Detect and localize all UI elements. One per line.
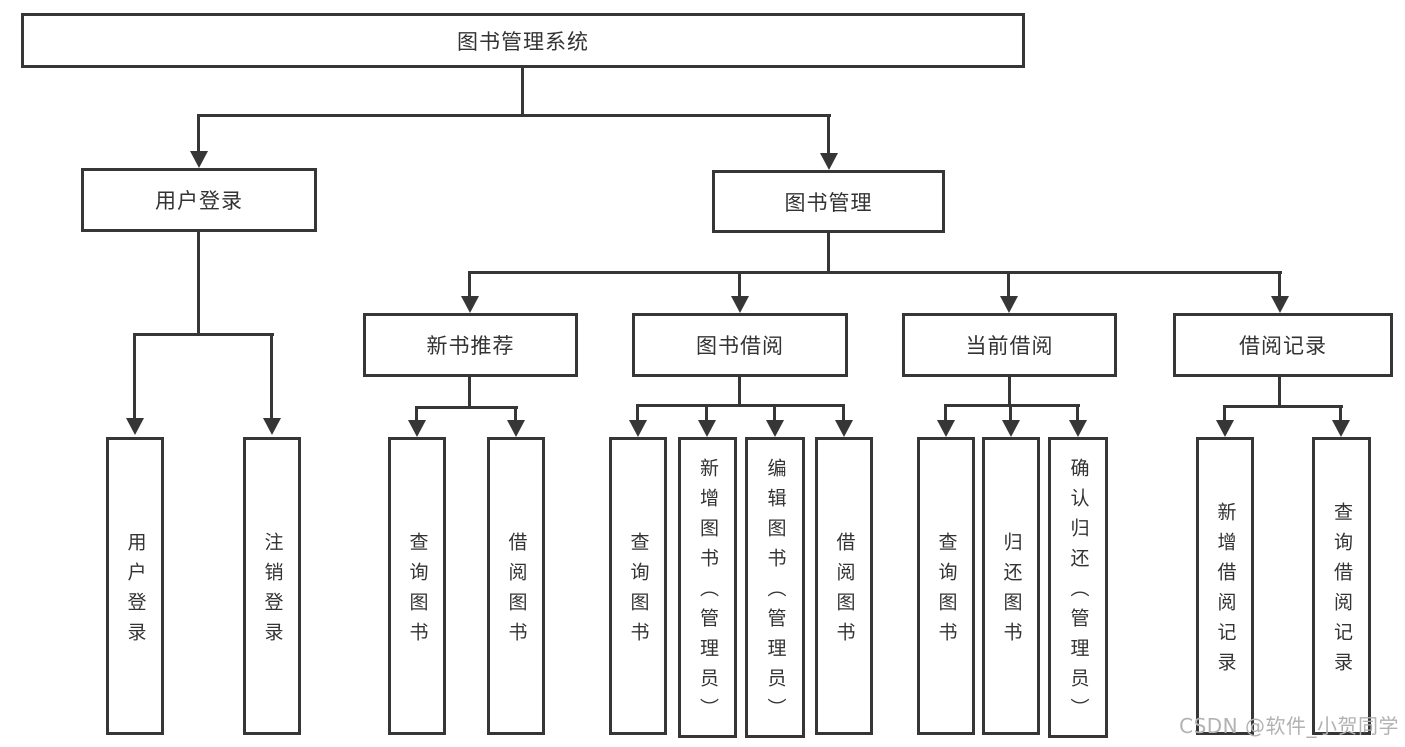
- arrow-to-query-books-2: [629, 404, 647, 437]
- leaf-query-books-3: 查询图书: [917, 437, 975, 735]
- leaf-user-login: 用户登录: [106, 437, 164, 735]
- watermark: CSDN @软件_小贺同学: [1179, 714, 1399, 738]
- leaf-borrow-books-2: 借阅图书: [815, 437, 873, 735]
- leaf-query-books-1-label: 查询图书: [406, 531, 429, 652]
- leaf-add-borrow-record: 新增借阅记录: [1196, 437, 1254, 735]
- leaf-add-borrow-record-label: 新增借阅记录: [1214, 501, 1237, 682]
- leaf-logout-label: 注销登录: [261, 531, 284, 652]
- leaf-logout: 注销登录: [243, 437, 301, 735]
- connector-new-book-recommend-hline: [415, 406, 518, 409]
- arrow-to-edit-book-admin: [766, 404, 784, 437]
- leaf-query-borrow-record: 查询借阅记录: [1312, 437, 1371, 735]
- connector-root-hline: [197, 114, 831, 117]
- arrow-to-borrow-records: [1271, 271, 1289, 313]
- arrow-to-add-borrow-record: [1216, 405, 1234, 437]
- arrow-to-query-borrow-record: [1332, 405, 1350, 437]
- arrow-to-new-book-recommend: [461, 271, 479, 313]
- arrow-to-query-books-3: [937, 404, 955, 437]
- node-current-borrow-label: 当前借阅: [965, 334, 1054, 358]
- connector-borrow-records-vline: [1278, 375, 1281, 407]
- leaf-query-books-1: 查询图书: [388, 437, 446, 735]
- leaf-borrow-books-2-label: 借阅图书: [833, 531, 856, 652]
- connector-user-login-hline: [133, 333, 274, 336]
- arrow-to-current-borrow: [1000, 271, 1018, 313]
- arrow-to-leaf-user-login: [126, 333, 144, 435]
- node-current-borrow: 当前借阅: [902, 313, 1117, 377]
- connector-current-borrow-vline: [1008, 375, 1011, 406]
- leaf-query-books-3-label: 查询图书: [935, 531, 958, 652]
- leaf-borrow-books-1-label: 借阅图书: [505, 531, 528, 652]
- node-root-label: 图书管理系统: [457, 29, 589, 54]
- leaf-add-book-admin-label: 新增图书（管理员）: [697, 458, 719, 728]
- arrow-to-user-login: [190, 114, 208, 168]
- leaf-query-borrow-record-label: 查询借阅记录: [1331, 501, 1353, 682]
- arrow-to-leaf-logout: [263, 333, 281, 435]
- node-book-management: 图书管理: [712, 170, 945, 233]
- node-user-login: 用户登录: [81, 168, 317, 232]
- connector-book-management-hline: [469, 271, 1282, 274]
- leaf-query-books-2: 查询图书: [609, 437, 667, 735]
- leaf-confirm-return-admin: 确认归还（管理员）: [1048, 437, 1108, 738]
- arrow-to-borrow-books-1: [507, 406, 525, 437]
- arrow-to-confirm-return-admin: [1069, 404, 1087, 437]
- connector-book-borrow-vline: [738, 375, 741, 406]
- arrow-to-book-borrow: [731, 271, 749, 313]
- connector-current-borrow-hline: [944, 404, 1080, 407]
- leaf-query-books-2-label: 查询图书: [627, 531, 650, 652]
- connector-book-borrow-hline: [636, 404, 845, 407]
- arrow-to-book-management: [820, 114, 838, 170]
- connector-user-login-vline: [197, 230, 200, 335]
- leaf-edit-book-admin: 编辑图书（管理员）: [745, 437, 805, 738]
- node-book-borrow: 图书借阅: [632, 313, 848, 377]
- leaf-return-book-label: 归还图书: [1000, 531, 1023, 652]
- node-root: 图书管理系统: [21, 13, 1025, 68]
- node-book-management-label: 图书管理: [784, 190, 873, 215]
- node-borrow-records: 借阅记录: [1173, 313, 1393, 377]
- node-new-book-recommend: 新书推荐: [363, 313, 578, 377]
- connector-new-book-recommend-vline: [468, 375, 471, 408]
- leaf-borrow-books-1: 借阅图书: [487, 437, 545, 735]
- connector-book-management-vline: [827, 231, 830, 273]
- connector-root-vline: [521, 66, 524, 117]
- leaf-return-book: 归还图书: [982, 437, 1040, 735]
- node-book-borrow-label: 图书借阅: [696, 334, 784, 358]
- leaf-add-book-admin: 新增图书（管理员）: [678, 437, 737, 738]
- leaf-edit-book-admin-label: 编辑图书（管理员）: [764, 458, 787, 728]
- node-borrow-records-label: 借阅记录: [1239, 334, 1327, 358]
- connector-borrow-records-hline: [1223, 405, 1343, 408]
- arrow-to-add-book-admin: [698, 404, 716, 437]
- arrow-to-query-books-1: [408, 406, 426, 437]
- node-new-book-recommend-label: 新书推荐: [426, 334, 515, 358]
- leaf-confirm-return-admin-label: 确认归还（管理员）: [1067, 458, 1090, 728]
- leaf-user-login-label: 用户登录: [124, 531, 147, 652]
- node-user-login-label: 用户登录: [155, 189, 243, 213]
- arrow-to-borrow-books-2: [835, 404, 853, 437]
- arrow-to-return-book: [1002, 404, 1020, 437]
